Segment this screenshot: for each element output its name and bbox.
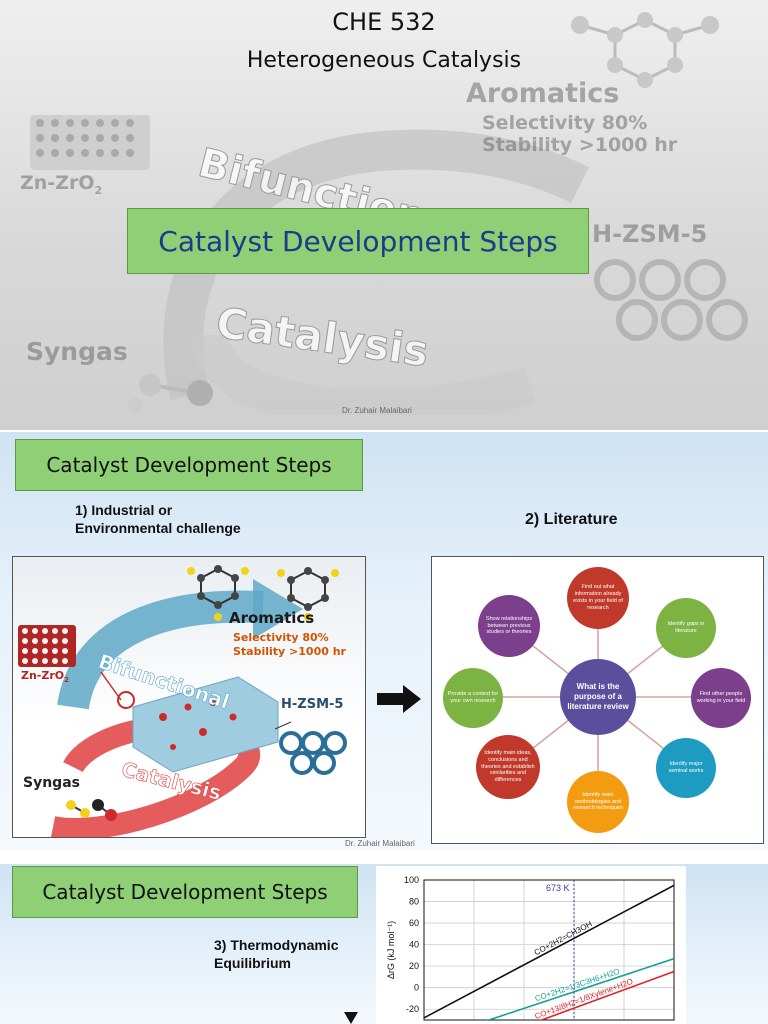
slide1-title-box: Catalyst Development Steps (127, 208, 589, 274)
slide2-footer: Dr. Zuhair Malaibari (345, 839, 415, 848)
step1-label-line2: Environmental challenge (75, 520, 241, 536)
literature-slide: Catalyst Development Steps 1) Industrial… (0, 432, 768, 850)
slide3-title-box: Catalyst Development Steps (12, 866, 358, 918)
selectivity-watermark: Selectivity 80% (482, 112, 648, 134)
h-zsm5-watermark: H-ZSM-5 (592, 220, 708, 248)
literature-node-1: Find out what information already exists… (567, 567, 629, 629)
figure-zn-zro2-label: Zn-ZrO2 (21, 669, 69, 685)
y-tick-label: 20 (409, 961, 419, 971)
series-line-2 (486, 957, 674, 1020)
literature-node-7: Provide a context for your own research (443, 668, 503, 728)
slide-separator (0, 430, 768, 432)
slide2-title-text: Catalyst Development Steps (46, 453, 332, 477)
series-label-1: CO+2H2=CH3OH (533, 919, 594, 957)
y-tick-label: 60 (409, 918, 419, 928)
title-slide: Aromatics Selectivity 80% Stability >100… (0, 0, 768, 430)
literature-review-panel: What is the purpose of a literature revi… (431, 556, 764, 844)
down-arrow-icon (344, 1012, 358, 1024)
zn-zro2-watermark: Zn-ZrO2 (20, 172, 103, 197)
literature-node-6: Identify main ideas, conclusions and the… (476, 735, 540, 799)
zeolite-decoration (594, 259, 748, 341)
course-title: Heterogeneous Catalysis (246, 48, 522, 73)
literature-center-node: What is the purpose of a literature revi… (560, 659, 636, 735)
y-tick-label: 100 (404, 875, 419, 885)
slide2-title-box: Catalyst Development Steps (15, 439, 363, 491)
step3-label-line1: 3) Thermodynamic (214, 937, 339, 953)
literature-node-5: Identify main methodologies and research… (567, 771, 629, 833)
plot-frame (423, 879, 675, 1021)
syngas-watermark: Syngas (26, 337, 128, 366)
literature-node-8: Show relationships between previous stud… (478, 595, 540, 657)
temperature-marker-label: 673 K (546, 883, 570, 893)
step1-label-line1: 1) Industrial or (75, 502, 173, 518)
y-tick-label: 80 (409, 897, 419, 907)
catalysis-figure (18, 565, 347, 837)
catalysis-figure-panel: Aromatics Selectivity 80% Stability >100… (12, 556, 366, 838)
crystal-lattice-decoration (30, 115, 150, 170)
y-tick-label: -20 (406, 1004, 419, 1014)
y-tick-label: 0 (414, 983, 419, 993)
slide-separator-2 (0, 850, 768, 864)
syngas-molecule-decoration (128, 374, 213, 412)
stability-watermark: Stability >1000 hr (482, 134, 678, 156)
series-line-3 (539, 970, 674, 1020)
figure-h-zsm5-label: H-ZSM-5 (281, 697, 344, 712)
slide1-title-text: Catalyst Development Steps (158, 224, 558, 258)
benzene-molecule-decoration (571, 12, 719, 88)
figure-aromatics-label: Aromatics (229, 609, 315, 627)
thermodynamics-slide: Catalyst Development Steps 3) Thermodyna… (0, 864, 768, 1024)
literature-node-3: Find other people working in your field (691, 668, 751, 728)
literature-node-4: Identify major seminal works (656, 738, 716, 798)
step2-label: 2) Literature (525, 511, 618, 528)
figure-syngas-label: Syngas (23, 775, 80, 791)
slide1-footer: Dr. Zuhair Malaibari (342, 406, 412, 415)
course-code: CHE 532 (332, 8, 436, 36)
curved-arrow-decoration (163, 129, 589, 415)
figure-selectivity-label: Selectivity 80% (233, 631, 329, 644)
step3-label-line2: Equilibrium (214, 955, 291, 971)
slide3-title-text: Catalyst Development Steps (42, 880, 328, 904)
y-tick-label: 40 (409, 940, 419, 950)
aromatics-watermark: Aromatics (466, 78, 620, 109)
series-line-1 (424, 884, 674, 1019)
figure-stability-label: Stability >1000 hr (233, 645, 346, 658)
literature-node-2: Identify gaps in literature (656, 598, 716, 658)
arrow-right-icon (377, 685, 421, 713)
y-axis-label: ΔrG (kJ mol⁻¹) (386, 921, 396, 979)
